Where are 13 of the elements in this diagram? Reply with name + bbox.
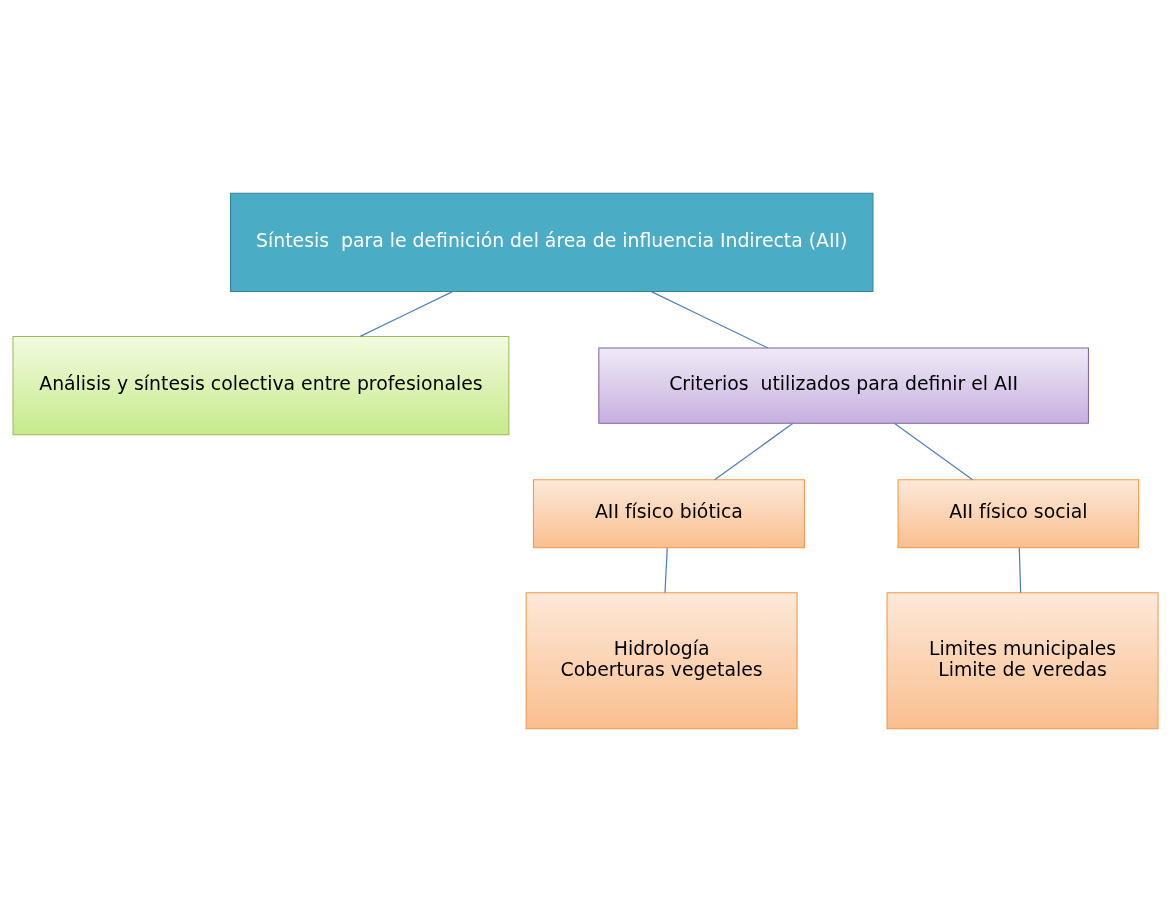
node-box: Criterios utilizados para definir el AII [598, 347, 1089, 424]
connector [894, 422, 974, 481]
node-box: Hidrología Coberturas vegetales [525, 592, 798, 730]
connector [1018, 547, 1022, 594]
node-box: Análisis y síntesis colectiva entre profesionales [12, 336, 510, 436]
connector [714, 422, 794, 481]
node-box: AII físico biótica [532, 479, 805, 549]
connector [664, 547, 668, 594]
node-box: Limites municipales Limite de veredas [886, 592, 1159, 730]
connector [650, 291, 769, 349]
connector [359, 291, 454, 338]
node-box: AII físico social [897, 479, 1140, 549]
node-box: Síntesis para le definición del área de influencia Indirecta (AII) [230, 192, 874, 293]
